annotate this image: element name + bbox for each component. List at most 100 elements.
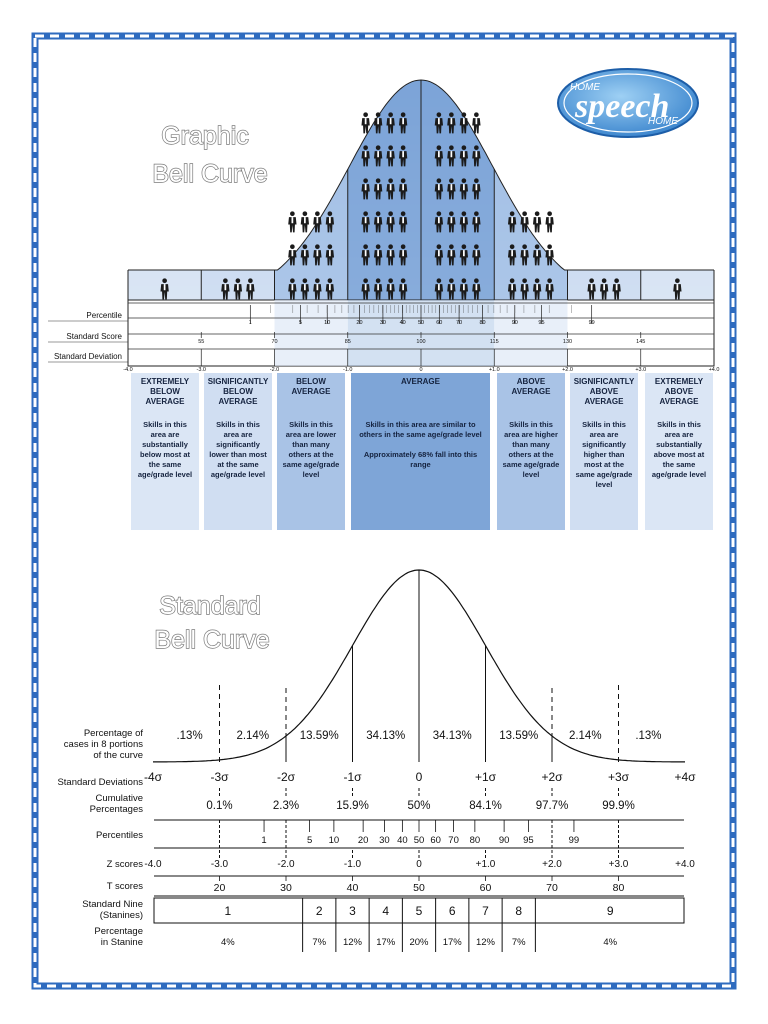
category-description: higher than (584, 450, 625, 459)
category-description: substantially (656, 440, 703, 449)
graphic-sd-label: +2.0 (562, 367, 573, 373)
graphic-percentile-label: 50 (418, 320, 424, 326)
stanine-percentage: 12% (476, 937, 496, 948)
percentile-value: 80 (470, 835, 481, 846)
portion-percentage: 2.14% (236, 730, 269, 742)
graphic-standard-score-label: 55 (198, 339, 204, 345)
percentile-value: 40 (397, 835, 408, 846)
stanine-value: 3 (349, 904, 356, 918)
graphic-percentile-label: 1 (249, 320, 252, 326)
label-t-scores: T scores (107, 881, 144, 892)
sigma-label: +2σ (541, 770, 563, 784)
category-heading: BELOW (296, 377, 326, 386)
category-heading: AVERAGE (292, 387, 332, 396)
graphic-sd-label: +1.0 (489, 367, 500, 373)
cumulative-percentage: 97.7% (536, 800, 569, 812)
stanine-value: 1 (224, 904, 231, 918)
t-score-value: 60 (480, 882, 492, 894)
graphic-label-percentile: Percentile (86, 311, 122, 320)
graphic-scale-shade (494, 300, 568, 366)
label-cumulative: Percentages (90, 804, 144, 815)
label-z-scores: Z scores (107, 859, 144, 870)
percentile-value: 60 (430, 835, 441, 846)
stanine-percentage: 7% (312, 937, 326, 948)
label-percentage-of-cases: cases in 8 portions (64, 739, 143, 750)
category-description: at the same (217, 460, 258, 469)
z-score-value: +2.0 (542, 859, 562, 870)
graphic-percentile-label: 90 (512, 320, 518, 326)
category-description: others at the (288, 450, 333, 459)
category-description: area are (590, 430, 619, 439)
stanine-percentage: 17% (443, 937, 463, 948)
portion-percentage: .13% (176, 730, 202, 742)
graphic-label-standard-score: Standard Score (66, 332, 122, 341)
category-heading: ABOVE (665, 387, 694, 396)
category-description: significantly (582, 440, 627, 449)
category-description: most at the (584, 460, 624, 469)
graphic-sd-label: -1.0 (343, 367, 352, 373)
cumulative-percentage: 84.1% (469, 800, 502, 812)
label-stanines: (Stanines) (100, 910, 143, 921)
stanine-value: 5 (416, 904, 423, 918)
category-panel-bg (351, 373, 490, 530)
graphic-sd-label: +3.0 (635, 367, 646, 373)
label-stanine-percent: in Stanine (101, 937, 143, 948)
percentile-value: 10 (329, 835, 340, 846)
graphic-standard-score-label: 115 (490, 339, 499, 345)
graphic-standard-score-label: 70 (271, 339, 277, 345)
category-heading: AVERAGE (146, 397, 186, 406)
percentile-value: 5 (307, 835, 312, 846)
sigma-label: -3σ (210, 770, 229, 784)
z-score-value: -1.0 (344, 859, 362, 870)
category-description: age/grade level (652, 470, 706, 479)
stanine-percentage: 12% (343, 937, 363, 948)
t-score-value: 20 (214, 882, 226, 894)
cumulative-percentage: 15.9% (336, 800, 369, 812)
category-description: Skills in this (582, 420, 626, 429)
t-score-value: 70 (546, 882, 558, 894)
category-description: area are (224, 430, 253, 439)
category-description: significantly (216, 440, 261, 449)
category-description: same age/grade (576, 470, 633, 479)
graphic-sd-label: -4.0 (123, 367, 132, 373)
category-description: area are (665, 430, 694, 439)
stanine-value: 9 (607, 904, 614, 918)
stanine-row-box (153, 897, 685, 924)
category-heading: BELOW (150, 387, 180, 396)
cumulative-percentage: 2.3% (273, 800, 299, 812)
t-score-value: 40 (347, 882, 359, 894)
category-heading: AVERAGE (219, 397, 259, 406)
standard-scales: .13%2.14%13.59%34.13%34.13%13.59%2.14%.1… (57, 728, 696, 952)
graphic-scale-shade (274, 300, 348, 366)
category-description: level (596, 480, 613, 489)
category-heading: EXTREMELY (141, 377, 190, 386)
graphic-sd-label: -3.0 (197, 367, 206, 373)
label-percentage-of-cases: of the curve (93, 750, 143, 761)
sigma-label: -4σ (144, 770, 163, 784)
category-heading: AVERAGE (660, 397, 700, 406)
stanine-value: 7 (482, 904, 489, 918)
category-description: same age/grade (503, 460, 560, 469)
portion-percentage: 13.59% (300, 730, 339, 742)
t-score-value: 80 (613, 882, 625, 894)
category-description: Skills in this (143, 420, 187, 429)
stanine-percentage: 17% (376, 937, 396, 948)
stanine-percentage: 4% (221, 937, 235, 948)
category-description: Approximately 68% fall into this (364, 450, 477, 459)
category-description: age/grade level (138, 470, 192, 479)
cumulative-percentage: 99.9% (602, 800, 635, 812)
percentile-value: 1 (261, 835, 266, 846)
category-panel-bg (570, 373, 638, 530)
label-cumulative: Cumulative (95, 793, 143, 804)
stanine-value: 4 (382, 904, 389, 918)
category-description: Skills in this (289, 420, 333, 429)
stanine-percentage: 20% (409, 937, 429, 948)
sigma-label: +4σ (674, 770, 696, 784)
category-description: below most at (140, 450, 191, 459)
category-description: Skills in this (216, 420, 260, 429)
category-description: lower than most (209, 450, 267, 459)
